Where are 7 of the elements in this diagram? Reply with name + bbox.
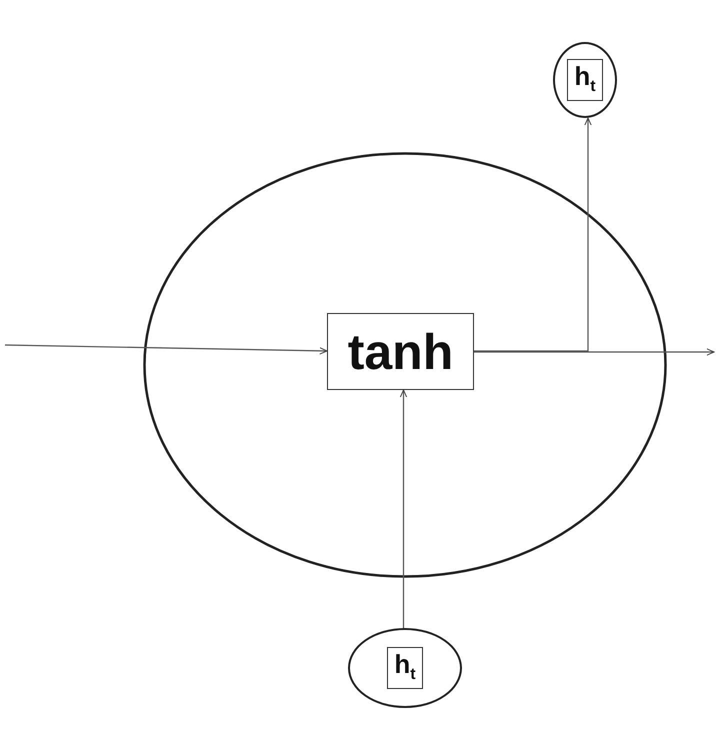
- state-label: h$_{t}$: [567, 59, 603, 101]
- arrow: [474, 118, 592, 352]
- arrow: [474, 348, 714, 356]
- arrow: [4, 344, 328, 355]
- activation-box: tanh: [327, 313, 474, 390]
- state-label: h$_{t}$: [387, 647, 423, 689]
- cell-ellipse: [143, 152, 667, 578]
